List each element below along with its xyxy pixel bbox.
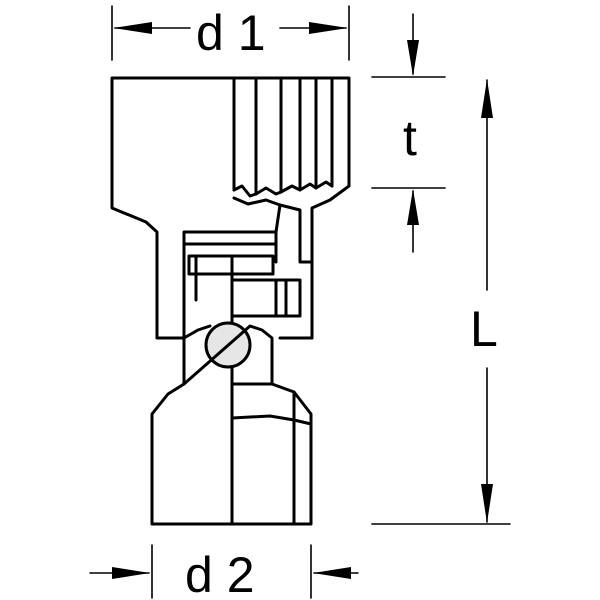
t-label: t <box>403 110 417 166</box>
lower-socket <box>150 324 313 526</box>
t-arrowhead-bottom <box>407 189 419 225</box>
d1-arrowhead-left <box>113 22 152 34</box>
d1-label: d 1 <box>196 5 266 61</box>
dimension-t: t <box>371 13 446 253</box>
L-label: L <box>470 301 498 357</box>
bore-profile <box>232 180 334 198</box>
d1-arrowhead-right <box>309 22 348 34</box>
dimension-d2: d 2 <box>89 544 359 600</box>
d2-label: d 2 <box>185 547 255 600</box>
t-arrowhead-top <box>407 40 419 76</box>
cross-pin-block <box>230 278 302 318</box>
square-drive-edge <box>230 414 313 426</box>
joint-yoke <box>182 230 314 340</box>
lower-socket-body <box>150 324 313 526</box>
d2-arrowhead-right <box>313 567 351 579</box>
dimension-L: L <box>371 79 511 525</box>
upper-socket <box>110 76 351 340</box>
neck-shoulder <box>232 196 282 207</box>
L-arrowhead-bottom <box>481 484 493 523</box>
L-arrowhead-top <box>481 79 493 118</box>
dimension-d1: d 1 <box>111 5 350 61</box>
d2-arrowhead-left <box>112 567 150 579</box>
